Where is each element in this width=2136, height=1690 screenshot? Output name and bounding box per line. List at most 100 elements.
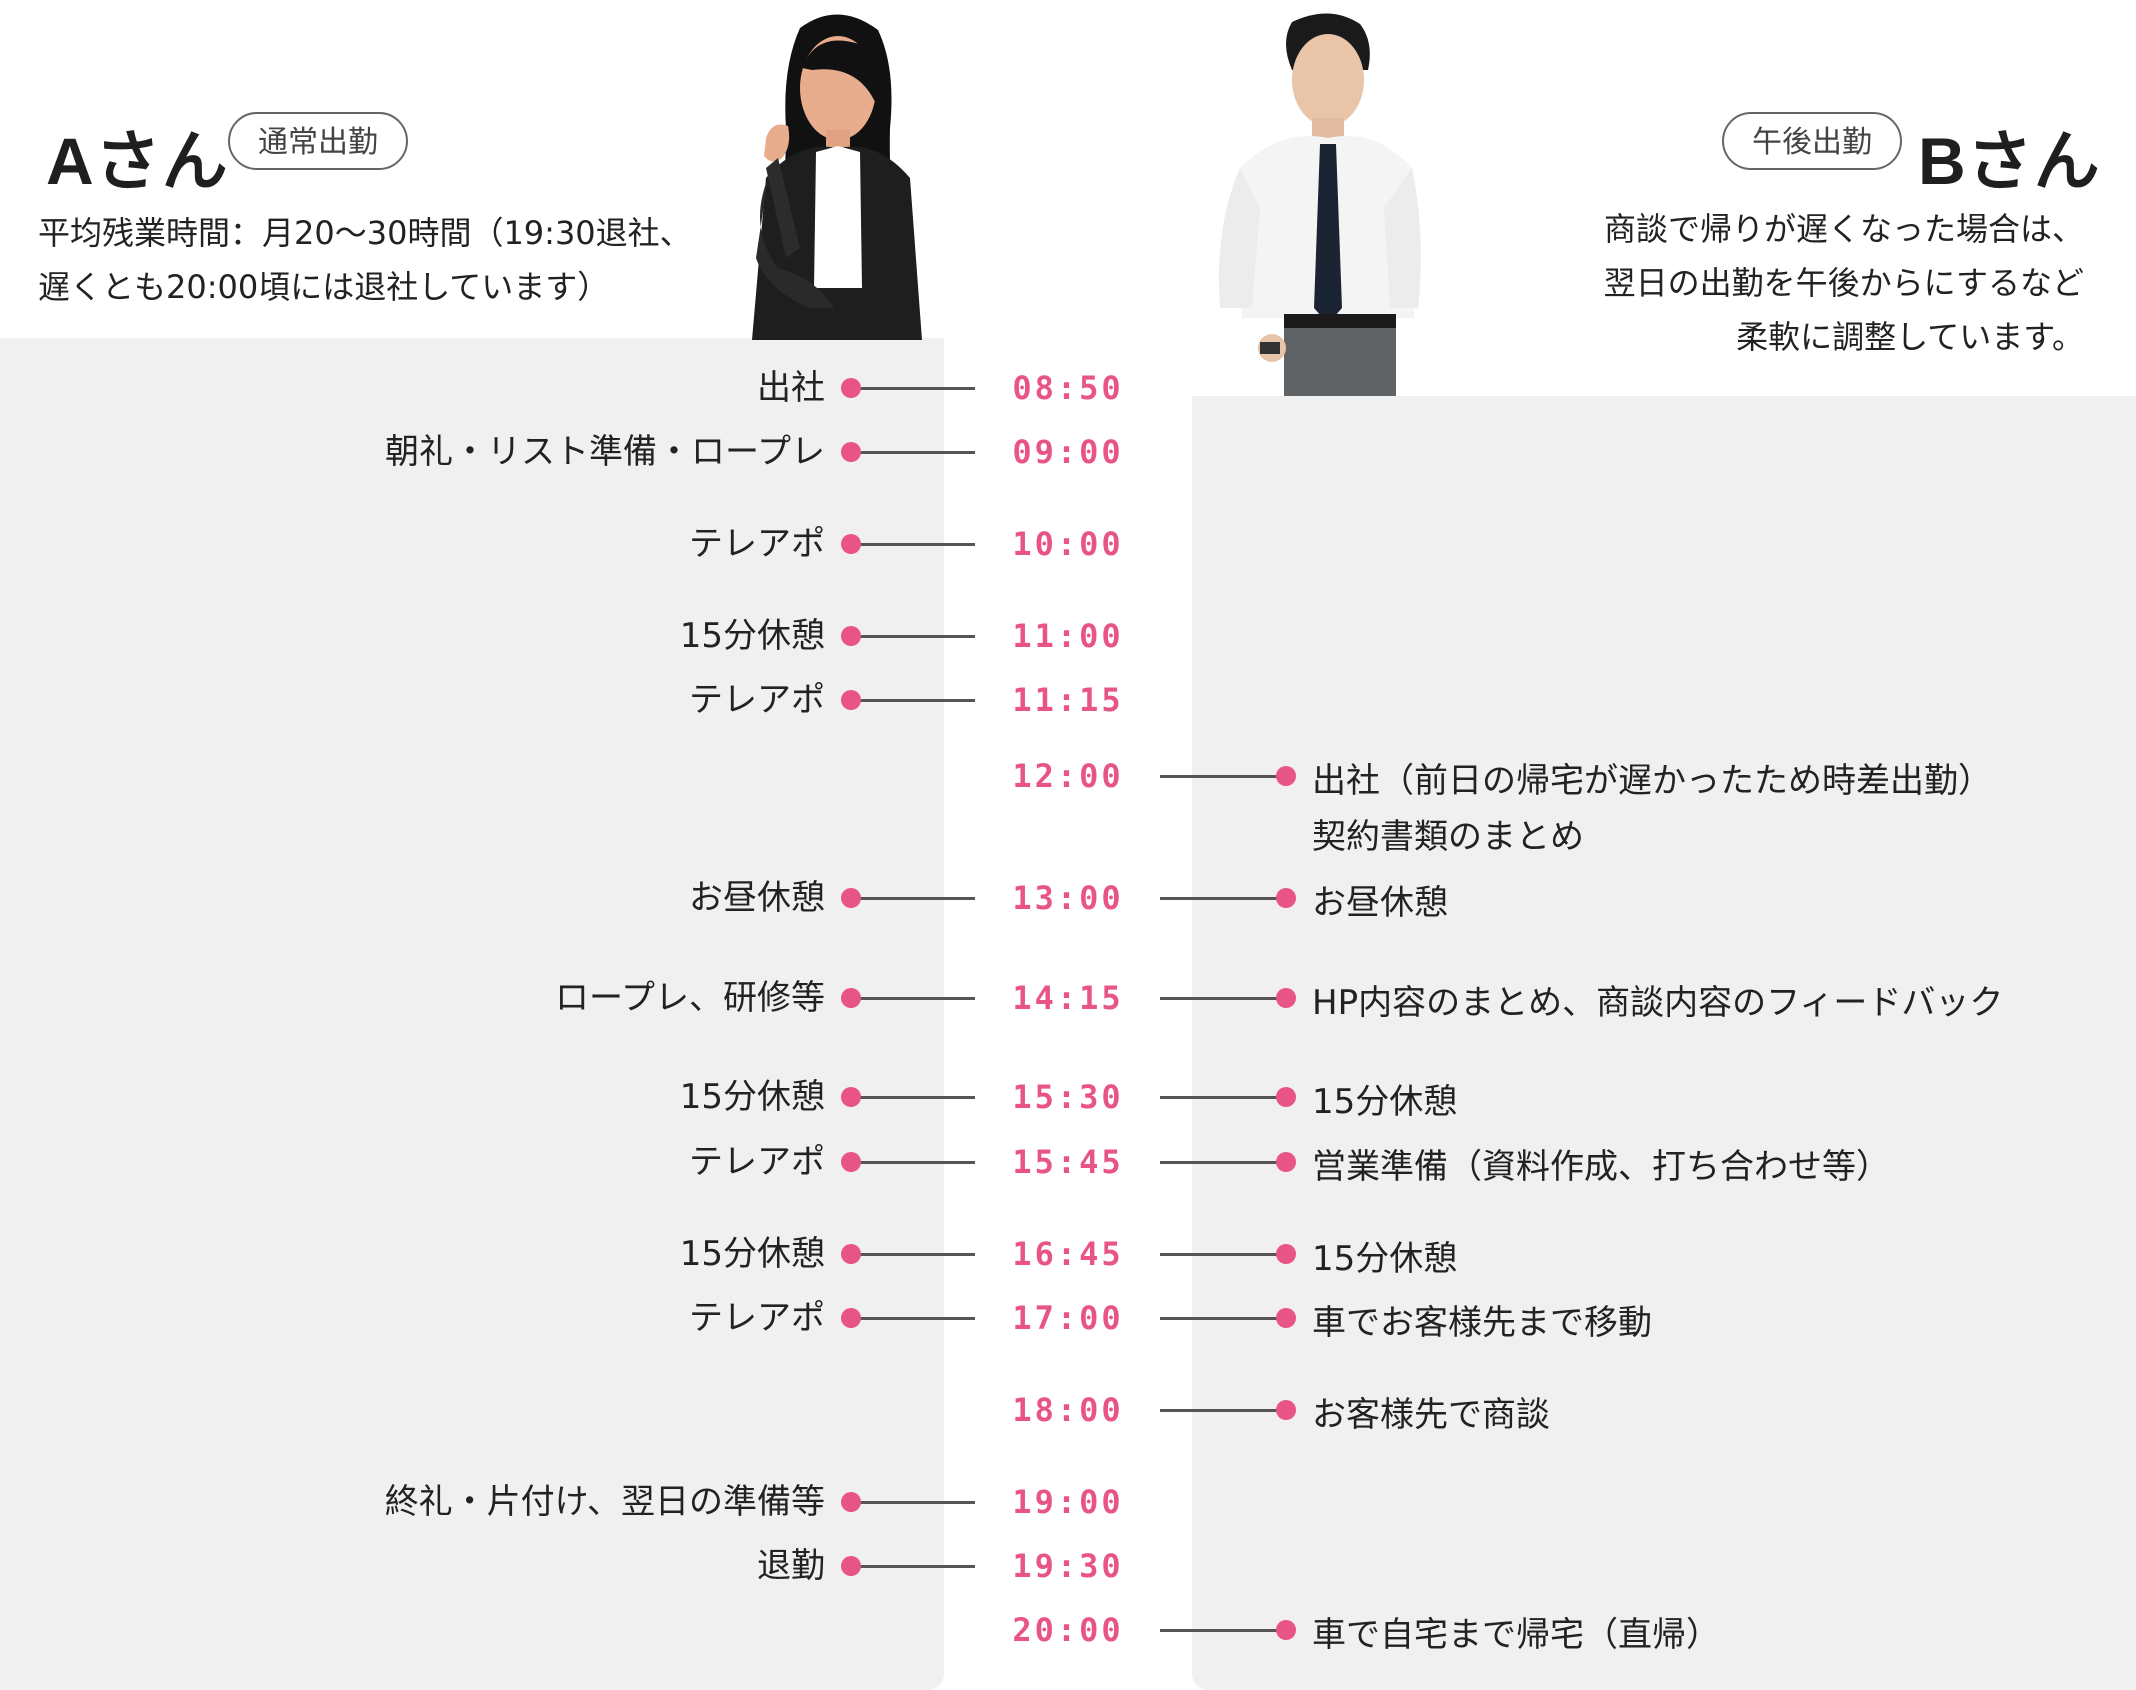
person-a-activity: ロープレ、研修等 — [555, 978, 825, 1018]
person-a-panel — [0, 338, 944, 1690]
schedule-time: 17:00 — [1012, 1299, 1124, 1337]
person-b-activity-line: HP内容のまとめ、商談内容のフィードバック — [1312, 983, 2004, 1023]
woman-illustration — [752, 14, 922, 340]
person-a-connector-line — [851, 1500, 975, 1504]
person-a-desc-line2: 遅くとも20:00頃には退社しています） — [38, 268, 610, 306]
person-b-desc-line3: 柔軟に調整しています。 — [1736, 318, 2084, 356]
schedule-time: 10:00 — [1012, 525, 1124, 563]
person-b-badge: 午後出勤 — [1722, 112, 1902, 170]
person-a-connector-line — [851, 1160, 975, 1164]
schedule-time: 18:00 — [1012, 1391, 1124, 1429]
person-b-connector-line — [1160, 896, 1286, 900]
person-b-activity: 15分休憩 — [1312, 1074, 1457, 1130]
person-b-activity-line: 営業準備（資料作成、打ち合わせ等） — [1312, 1147, 1890, 1187]
person-b-activity: 車で自宅まで帰宅（直帰） — [1312, 1607, 1720, 1663]
person-b-activity: 車でお客様先まで移動 — [1312, 1295, 1652, 1351]
person-b-description: 商談で帰りが遅くなった場合は、 翌日の出勤を午後からにするなど 柔軟に調整してい… — [1604, 202, 2084, 364]
person-a-connector-line — [851, 542, 975, 546]
person-a-timeline-dot — [841, 378, 861, 398]
person-a-description: 平均残業時間：月20〜30時間（19:30退社、 遅くとも20:00頃には退社し… — [38, 206, 692, 314]
person-a-activity: テレアポ — [689, 524, 825, 564]
person-a-activity: お昼休憩 — [689, 878, 825, 918]
person-a-connector-line — [851, 996, 975, 1000]
person-a-timeline-dot — [841, 1492, 861, 1512]
person-b-timeline-dot — [1276, 1087, 1296, 1107]
person-a-activity: 朝礼・リスト準備・ロープレ — [385, 432, 825, 472]
schedule-time: 19:00 — [1012, 1483, 1124, 1521]
person-b-timeline-dot — [1276, 766, 1296, 786]
person-a-timeline-dot — [841, 442, 861, 462]
schedule-time: 11:00 — [1012, 617, 1124, 655]
schedule-time: 15:45 — [1012, 1143, 1124, 1181]
schedule-time: 15:30 — [1012, 1078, 1124, 1116]
person-b-connector-line — [1160, 1252, 1286, 1256]
schedule-time: 20:00 — [1012, 1611, 1124, 1649]
person-a-connector-line — [851, 1316, 975, 1320]
person-b-activity-line2: 契約書類のまとめ — [1312, 817, 1584, 857]
schedule-time: 16:45 — [1012, 1235, 1124, 1273]
person-b-desc-line1: 商談で帰りが遅くなった場合は、 — [1603, 210, 2084, 248]
person-b-activity-line: 15分休憩 — [1312, 1082, 1458, 1122]
person-a-activity: 15分休憩 — [679, 1077, 825, 1117]
person-b-activity-line: 出社（前日の帰宅が遅かったため時差出勤） — [1312, 761, 1992, 801]
person-b-connector-line — [1160, 1095, 1286, 1099]
person-a-activity: テレアポ — [689, 680, 825, 720]
person-b-activity: 出社（前日の帰宅が遅かったため時差出勤） 契約書類のまとめ — [1312, 753, 1992, 865]
person-a-timeline-dot — [841, 1087, 861, 1107]
person-a-timeline-dot — [841, 534, 861, 554]
person-a-activity: テレアポ — [689, 1142, 825, 1182]
person-b-activity-line: お昼休憩 — [1312, 883, 1448, 923]
person-b-activity: お昼休憩 — [1312, 875, 1448, 931]
person-b-timeline-dot — [1276, 1152, 1296, 1172]
person-b-activity-line: 15分休憩 — [1312, 1239, 1458, 1279]
person-b-activity-line: 車で自宅まで帰宅（直帰） — [1312, 1615, 1720, 1655]
person-b-connector-line — [1160, 996, 1286, 1000]
person-a-activity: 15分休憩 — [679, 616, 825, 656]
person-b-panel — [1192, 396, 2136, 1690]
schedule-time: 09:00 — [1012, 433, 1124, 471]
person-a-timeline-dot — [841, 690, 861, 710]
person-b-timeline-dot — [1276, 1308, 1296, 1328]
person-a-connector-line — [851, 634, 975, 638]
person-a-activity: 終礼・片付け、翌日の準備等 — [384, 1482, 825, 1522]
schedule-time: 11:15 — [1012, 681, 1124, 719]
person-a-desc-line1: 平均残業時間：月20〜30時間（19:30退社、 — [38, 214, 692, 252]
person-b-activity: 営業準備（資料作成、打ち合わせ等） — [1312, 1139, 1890, 1195]
person-a-connector-line — [851, 698, 975, 702]
person-a-connector-line — [851, 896, 975, 900]
person-b-name: Bさん — [1918, 124, 2101, 198]
person-a-timeline-dot — [841, 626, 861, 646]
person-b-activity-line: お客様先で商談 — [1312, 1395, 1550, 1435]
person-a-activity: テレアポ — [689, 1298, 825, 1338]
person-b-connector-line — [1160, 1628, 1286, 1632]
person-b-connector-line — [1160, 1160, 1286, 1164]
person-b-connector-line — [1160, 1316, 1286, 1320]
schedule-time: 19:30 — [1012, 1547, 1124, 1585]
person-a-timeline-dot — [841, 988, 861, 1008]
person-b-activity-line: 車でお客様先まで移動 — [1312, 1303, 1652, 1343]
person-a-timeline-dot — [841, 1556, 861, 1576]
person-b-desc-line2: 翌日の出勤を午後からにするなど — [1603, 264, 2084, 302]
schedule-time: 12:00 — [1012, 757, 1124, 795]
person-b-timeline-dot — [1276, 1244, 1296, 1264]
person-b-timeline-dot — [1276, 888, 1296, 908]
person-a-activity: 15分休憩 — [679, 1234, 825, 1274]
person-a-timeline-dot — [841, 888, 861, 908]
man-illustration — [1218, 13, 1421, 396]
person-a-connector-line — [851, 386, 975, 390]
person-b-timeline-dot — [1276, 1400, 1296, 1420]
person-b-connector-line — [1160, 1408, 1286, 1412]
person-b-activity: 15分休憩 — [1312, 1231, 1457, 1287]
person-a-timeline-dot — [841, 1244, 861, 1264]
person-b-activity: お客様先で商談 — [1312, 1387, 1550, 1443]
person-b-timeline-dot — [1276, 1620, 1296, 1640]
schedule-time: 14:15 — [1012, 979, 1124, 1017]
schedule-time: 08:50 — [1012, 369, 1124, 407]
person-a-activity: 出社 — [757, 368, 825, 408]
person-b-connector-line — [1160, 774, 1286, 778]
person-a-connector-line — [851, 1095, 975, 1099]
person-a-timeline-dot — [841, 1308, 861, 1328]
person-a-timeline-dot — [841, 1152, 861, 1172]
person-b-timeline-dot — [1276, 988, 1296, 1008]
person-a-connector-line — [851, 1252, 975, 1256]
